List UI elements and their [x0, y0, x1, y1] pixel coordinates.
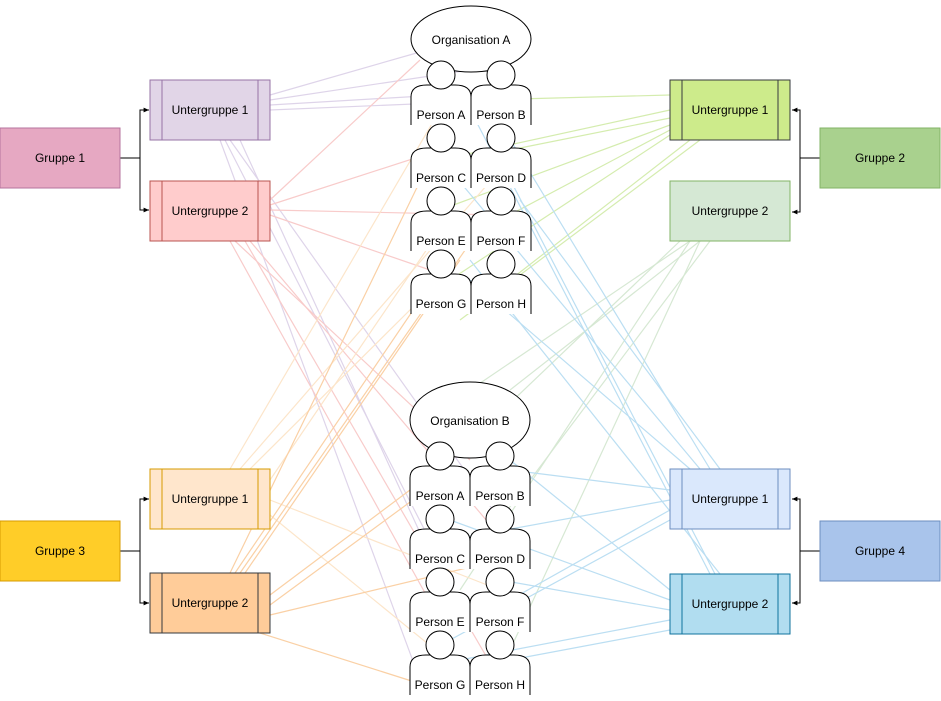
subgroup-label: Untergruppe 2: [692, 204, 769, 218]
connection-line: [449, 134, 671, 281]
connection-line: [269, 499, 501, 591]
connection-lines: [219, 51, 721, 691]
organisation-a-persons: Person A Person B Person C Person D Person E…: [410, 60, 532, 314]
organisation-a-label: Organisation A: [432, 33, 511, 47]
connector-g3-sub2: [120, 550, 149, 606]
person-label: Person G: [415, 678, 466, 692]
connection-line: [509, 459, 671, 591]
connection-line: [269, 214, 431, 271]
connection-line: [509, 629, 671, 661]
organisation-b-persons: Person A Person B Person C Person D Person E…: [409, 441, 531, 695]
group-3-subgroup-1[interactable]: Untergruppe 1: [149, 468, 271, 530]
person-icon[interactable]: Person F: [469, 567, 531, 632]
organisation-b-label: Organisation B: [430, 414, 509, 428]
connection-line: [519, 199, 721, 470]
group-1-subgroup-1[interactable]: Untergruppe 1: [149, 79, 271, 141]
person-icon[interactable]: Person H: [470, 249, 532, 314]
person-icon[interactable]: Person C: [410, 123, 472, 188]
person-icon[interactable]: Person C: [409, 504, 471, 569]
person-icon[interactable]: Person H: [469, 630, 531, 695]
connector-g2-sub1: [792, 107, 820, 159]
group-3-label: Gruppe 3: [35, 544, 85, 558]
person-label: Person B: [476, 108, 525, 122]
subgroup-label: Untergruppe 1: [692, 492, 769, 506]
person-label: Person E: [415, 615, 464, 629]
connector-g2-sub2: [792, 157, 820, 215]
person-icon[interactable]: Person E: [410, 186, 472, 251]
connection-line: [249, 240, 521, 561]
group-4-subgroup-1[interactable]: Untergruppe 1: [669, 468, 791, 530]
person-label: Person E: [416, 234, 465, 248]
person-icon[interactable]: Person G: [409, 630, 471, 695]
person-label: Person F: [477, 234, 526, 248]
subgroup-label: Untergruppe 1: [172, 492, 249, 506]
person-icon[interactable]: Person D: [469, 504, 531, 569]
person-label: Person H: [476, 297, 526, 311]
group-4-label: Gruppe 4: [855, 544, 905, 558]
connection-line: [509, 469, 671, 491]
connector-g4-sub1: [792, 496, 820, 552]
connection-line: [269, 559, 501, 616]
connection-line: [499, 579, 671, 611]
person-icon[interactable]: Person G: [410, 249, 472, 314]
connection-line: [269, 51, 421, 96]
subgroup-label: Untergruppe 1: [692, 103, 769, 117]
person-icon[interactable]: Person E: [409, 567, 471, 632]
person-label: Person C: [416, 171, 466, 185]
person-label: Person A: [416, 489, 465, 503]
group-2-label: Gruppe 2: [855, 151, 905, 165]
person-label: Person F: [476, 615, 525, 629]
connector-g1-sub2: [120, 157, 149, 213]
connection-line: [229, 109, 441, 470]
subgroup-label: Untergruppe 2: [172, 204, 249, 218]
person-label: Person C: [415, 552, 465, 566]
connection-line: [269, 229, 441, 481]
person-label: Person D: [475, 552, 525, 566]
group-2-box[interactable]: Gruppe 2: [819, 127, 941, 189]
group-3-subgroup-2[interactable]: Untergruppe 2: [149, 572, 271, 634]
connection-line: [509, 509, 671, 601]
subgroup-label: Untergruppe 1: [172, 103, 249, 117]
connection-line: [509, 240, 701, 391]
person-icon[interactable]: Person F: [470, 186, 532, 251]
connector-g3-sub1: [120, 496, 149, 552]
person-icon[interactable]: Person B: [469, 441, 531, 506]
group-2-subgroup-2[interactable]: Untergruppe 2: [669, 180, 791, 242]
group-4-box[interactable]: Gruppe 4: [819, 520, 941, 582]
group-2-subgroup-1[interactable]: Untergruppe 1: [669, 79, 791, 141]
person-label: Person B: [475, 489, 524, 503]
group-3-box[interactable]: Gruppe 3: [0, 520, 121, 582]
subgroup-label: Untergruppe 2: [172, 596, 249, 610]
person-icon[interactable]: Person D: [470, 123, 532, 188]
connection-line: [509, 117, 671, 151]
connection-line: [269, 59, 421, 201]
connector-g4-sub2: [792, 550, 820, 606]
connection-line: [229, 240, 441, 621]
group-4-subgroup-2[interactable]: Untergruppe 2: [669, 573, 791, 635]
person-icon[interactable]: Person A: [410, 60, 472, 125]
group-1-label: Gruppe 1: [35, 151, 85, 165]
group-1-subgroup-2[interactable]: Untergruppe 2: [149, 180, 271, 242]
connection-line: [499, 129, 671, 221]
person-label: Person H: [475, 678, 525, 692]
connection-line: [239, 199, 501, 574]
person-label: Person D: [476, 171, 526, 185]
connection-line: [249, 299, 421, 470]
subgroup-label: Untergruppe 2: [692, 597, 769, 611]
group-1-box[interactable]: Gruppe 1: [0, 127, 121, 189]
group-connectors: [120, 107, 820, 606]
connector-g1-sub1: [120, 107, 149, 159]
person-label: Person A: [417, 108, 466, 122]
person-icon[interactable]: Person A: [409, 441, 471, 506]
organisation-b[interactable]: Organisation B: [409, 381, 531, 459]
organisation-a[interactable]: Organisation A: [410, 5, 532, 73]
person-icon[interactable]: Person B: [470, 60, 532, 125]
connection-line: [439, 124, 671, 211]
connection-line: [509, 139, 691, 281]
person-label: Person G: [416, 297, 467, 311]
